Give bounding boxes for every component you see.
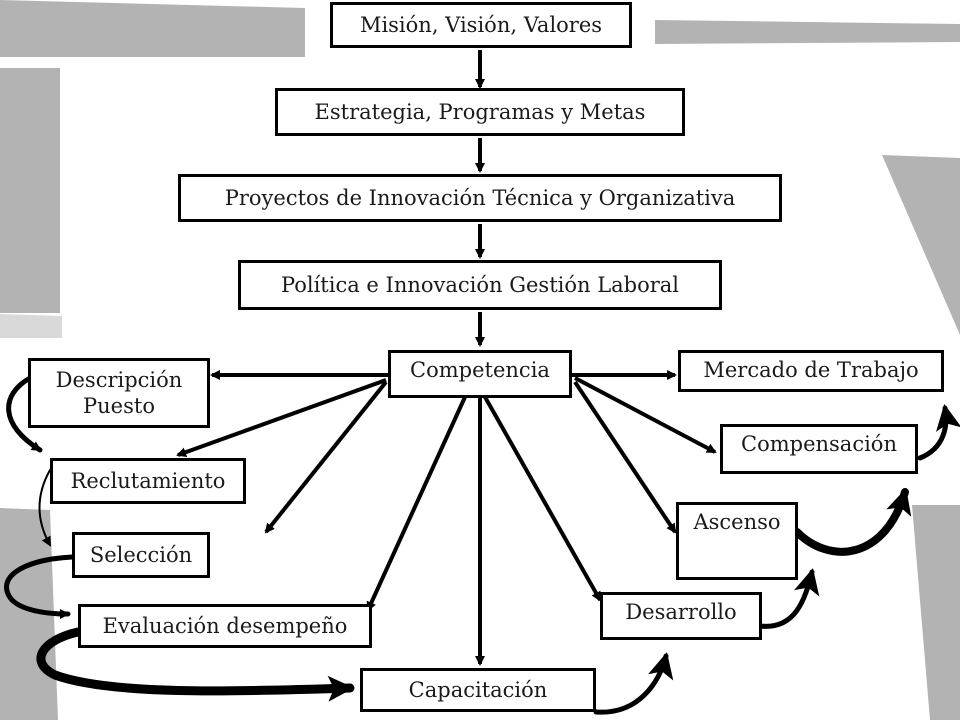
bg-light-bar-left bbox=[0, 314, 62, 338]
flow-seleccion-evaluacion bbox=[4, 554, 75, 619]
node-seleccion: Selección bbox=[72, 532, 210, 578]
node-ascenso: Ascenso bbox=[676, 502, 798, 580]
node-politica: Política e Innovación Gestión Laboral bbox=[238, 260, 722, 310]
node-compensacion: Compensación bbox=[720, 424, 918, 474]
flow-ascenso-compensacion bbox=[793, 488, 912, 556]
node-mercado: Mercado de Trabajo bbox=[678, 350, 944, 392]
node-compensacion-label: Compensación bbox=[741, 432, 897, 456]
bg-bottom-right bbox=[912, 505, 960, 720]
node-descripcion-label-1: Descripción bbox=[55, 368, 183, 392]
flow-evaluacion-capacitacion bbox=[36, 627, 355, 702]
flow-reclutamiento-seleccion bbox=[38, 469, 51, 547]
node-capacitacion-label: Capacitación bbox=[408, 678, 548, 702]
arrow-to-desarrollo bbox=[483, 396, 602, 602]
node-reclutamiento: Reclutamiento bbox=[50, 458, 246, 504]
node-seleccion-label: Selección bbox=[89, 543, 193, 567]
radial-arrows bbox=[176, 370, 717, 666]
flow-compensacion-mercado bbox=[917, 404, 960, 461]
arrow-to-reclutamiento bbox=[176, 378, 387, 457]
node-evaluacion: Evaluación desempeño bbox=[78, 604, 372, 648]
node-estrategia: Estrategia, Programas y Metas bbox=[275, 88, 685, 136]
bg-stripe-top-right bbox=[655, 20, 960, 44]
node-ascenso-label: Ascenso bbox=[693, 510, 781, 534]
flow-arrows bbox=[4, 375, 960, 715]
node-reclutamiento-label: Reclutamiento bbox=[70, 469, 226, 493]
node-desarrollo-label: Desarrollo bbox=[625, 600, 737, 624]
arrow-to-seleccion bbox=[264, 380, 388, 534]
node-mercado-label: Mercado de Trabajo bbox=[703, 358, 919, 382]
node-competencia-label: Competencia bbox=[410, 358, 550, 382]
node-proyectos-label: Proyectos de Innovación Técnica y Organi… bbox=[224, 186, 736, 210]
flow-descripcion-reclutamiento bbox=[6, 375, 43, 453]
node-proyectos: Proyectos de Innovación Técnica y Organi… bbox=[178, 174, 782, 222]
node-descripcion-label-2: Puesto bbox=[83, 394, 155, 418]
arrow-to-evaluacion bbox=[366, 396, 467, 612]
node-politica-label: Política e Innovación Gestión Laboral bbox=[280, 273, 680, 297]
node-desarrollo: Desarrollo bbox=[600, 592, 762, 640]
node-mision-label: Misión, Visión, Valores bbox=[359, 13, 603, 37]
arrow-to-ascenso bbox=[573, 380, 677, 534]
node-evaluacion-label: Evaluación desempeño bbox=[102, 614, 348, 638]
node-mision: Misión, Visión, Valores bbox=[330, 2, 632, 48]
node-estrategia-label: Estrategia, Programas y Metas bbox=[314, 100, 646, 124]
bg-bar-left bbox=[0, 68, 60, 313]
node-capacitacion: Capacitación bbox=[360, 668, 596, 712]
arrow-to-compensacion bbox=[574, 376, 717, 454]
flow-desarrollo-ascenso bbox=[757, 568, 820, 629]
node-competencia: Competencia bbox=[388, 350, 572, 398]
bg-stripe-top-left bbox=[0, 0, 305, 57]
flow-capacitacion-desarrollo bbox=[593, 652, 674, 715]
node-descripcion: Descripción Puesto bbox=[28, 358, 210, 428]
bg-wedge-right bbox=[882, 155, 960, 335]
